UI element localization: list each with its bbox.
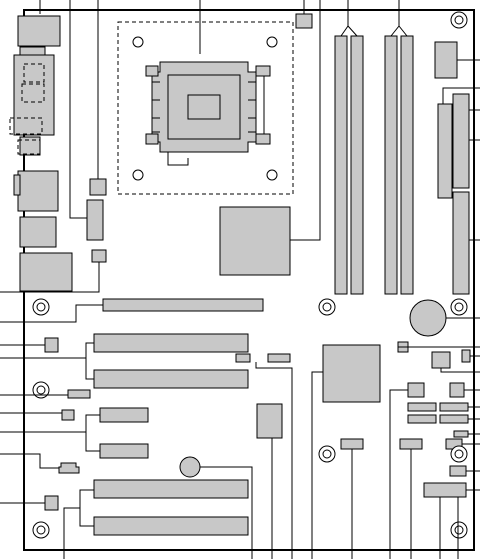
battery-small (179, 456, 201, 478)
main-power-connector (434, 41, 458, 79)
ide-connector-primary (452, 93, 470, 189)
usb-header-d (399, 438, 423, 450)
lan-connector (19, 216, 57, 248)
ich-chipset (322, 344, 381, 403)
usb-header-c (340, 438, 364, 450)
pci-express-x1-slot-2 (99, 443, 149, 459)
pci-slot-4 (93, 516, 249, 536)
floppy-connector (437, 103, 453, 199)
usb-header-a (235, 353, 251, 363)
processor-heatsink-retention-area (117, 21, 294, 195)
ide-connector-secondary (452, 191, 470, 295)
ps2-connector (17, 15, 61, 47)
dimm-channel-b-slot-1 (384, 35, 398, 295)
audio-connectors (17, 170, 59, 212)
chassis-fan-header (58, 462, 80, 474)
front-panel-audio-header (67, 389, 91, 399)
pci-slot-1 (93, 333, 249, 353)
usb-connectors (19, 252, 73, 292)
front-panel-header (407, 382, 425, 398)
bios-config-jumper (431, 351, 451, 369)
serial-port (19, 136, 41, 156)
speaker-header (461, 349, 471, 363)
super-io (256, 403, 283, 439)
parallel-port (13, 54, 55, 136)
dimm-channel-b-slot-2 (400, 35, 414, 295)
aux-power-connector (86, 199, 104, 241)
battery (409, 299, 447, 337)
cpu-fan-header (295, 13, 313, 29)
pci-slot-2 (93, 369, 249, 389)
mounting-holes-cpu (132, 36, 278, 181)
pci-express-x16-slot (102, 298, 264, 312)
pci-express-x1-slot-1 (99, 407, 149, 423)
mch-chipset (219, 206, 291, 276)
header-small-a (91, 249, 107, 263)
back-panel-connectors (9, 15, 73, 292)
game-port-header (44, 495, 59, 511)
usb-header-b (267, 353, 291, 363)
serial-ata-connectors (407, 402, 469, 424)
fan-header-aux (449, 465, 467, 477)
pci-slot-3 (93, 479, 249, 499)
dimm-channel-a-slot-2 (350, 35, 364, 295)
spdif-header (61, 409, 75, 421)
cd-audio-header (44, 337, 59, 353)
fan-header-rear (89, 178, 107, 196)
front-panel-connector (423, 482, 467, 498)
mounting-holes (32, 11, 468, 539)
power-led-header (449, 382, 465, 398)
ir-header (453, 430, 469, 438)
dimm-slots (334, 35, 414, 295)
dimm-channel-a-slot-1 (334, 35, 348, 295)
processor-socket (145, 61, 271, 166)
